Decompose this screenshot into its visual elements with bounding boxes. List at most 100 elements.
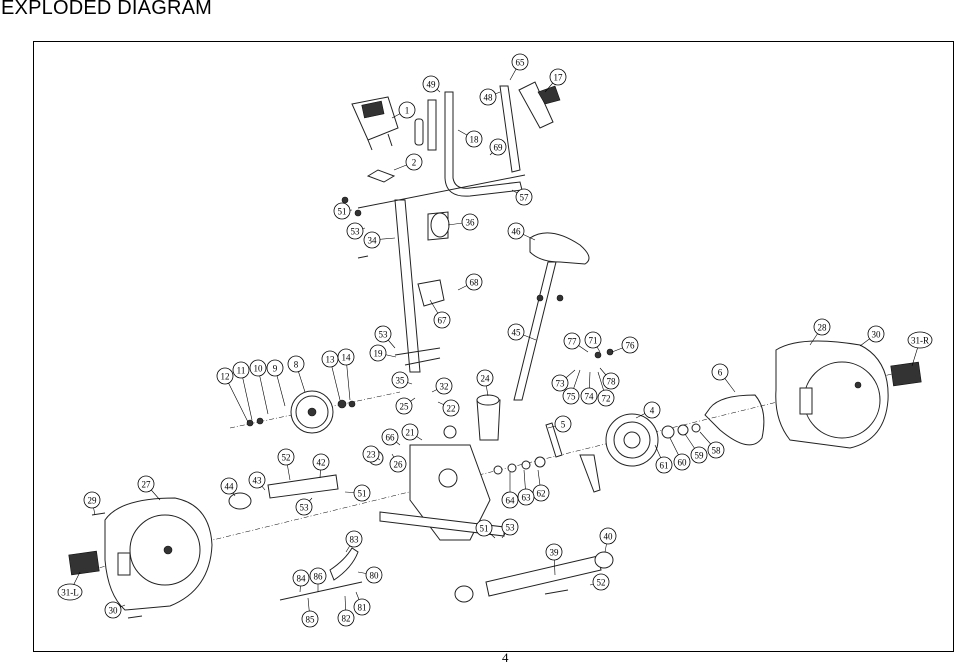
callout-circle [301, 610, 319, 628]
callout-circle [435, 377, 453, 395]
callout-label-30: 30 [109, 606, 119, 616]
callout-circle [517, 488, 535, 506]
callout-label-52: 52 [597, 578, 606, 588]
callout-label-68: 68 [470, 278, 480, 288]
callout-label-64: 64 [506, 496, 516, 506]
callout-circle [337, 609, 355, 627]
page-title: EXPLODED DIAGRAM [1, 0, 213, 19]
callout-label-59: 59 [695, 451, 705, 461]
callout-circle [655, 456, 673, 474]
callout-label-31-R: 31-R [911, 336, 929, 346]
callout-circle [515, 188, 533, 206]
callout-label-53: 53 [506, 523, 516, 533]
callout-circle [422, 75, 440, 93]
callout-label-62: 62 [537, 489, 546, 499]
callout-circle [489, 138, 507, 156]
callout-label-49: 49 [427, 80, 437, 90]
callout-circle [363, 231, 381, 249]
callout-circle [365, 566, 383, 584]
callout-circle [479, 88, 497, 106]
callout-circle [220, 477, 238, 495]
callout-circle [312, 453, 330, 471]
callout-label-51: 51 [338, 207, 347, 217]
callout-circle [690, 446, 708, 464]
callout-label-63: 63 [522, 493, 532, 503]
callout-circle [602, 372, 620, 390]
callout-circle [813, 318, 831, 336]
callout-circle [391, 371, 409, 389]
callout-circle [216, 367, 234, 385]
callout-label-36: 36 [466, 218, 476, 228]
callout-label-72: 72 [602, 394, 611, 404]
callout-label-65: 65 [516, 58, 526, 68]
callout-circle [381, 428, 399, 446]
callout-circle [501, 518, 519, 536]
callout-circle [867, 325, 885, 343]
parts-drawing [68, 81, 922, 619]
callout-circle [395, 397, 413, 415]
callout-circle [389, 455, 407, 473]
callout-label-45: 45 [512, 328, 522, 338]
callout-circle [597, 389, 615, 407]
callout-circle [442, 399, 460, 417]
callout-label-4: 4 [650, 406, 655, 416]
callout-label-53: 53 [351, 227, 361, 237]
callout-circle [507, 222, 525, 240]
callout-label-27: 27 [142, 480, 152, 490]
callout-label-51: 51 [358, 489, 367, 499]
callout-label-1: 1 [405, 106, 410, 116]
callout-circle [433, 311, 451, 329]
callout-circle [551, 374, 569, 392]
callout-circle [549, 68, 567, 86]
callout-label-21: 21 [406, 428, 415, 438]
callout-label-80: 80 [370, 571, 380, 581]
callout-circle [374, 325, 392, 343]
callout-circle [398, 101, 416, 119]
callout-label-5: 5 [561, 420, 566, 430]
callout-label-32: 32 [440, 382, 449, 392]
callout-label-46: 46 [512, 227, 522, 237]
callout-circle [104, 601, 122, 619]
callout-circle [476, 369, 494, 387]
callout-label-83: 83 [350, 535, 360, 545]
callout-label-24: 24 [481, 374, 491, 384]
console [351, 96, 399, 151]
callout-label-73: 73 [556, 379, 566, 389]
diagram-frame [33, 41, 954, 652]
callout-label-17: 17 [554, 73, 564, 83]
callout-circle [592, 573, 610, 591]
callout-circle [353, 598, 371, 616]
callout-circle [405, 153, 423, 171]
callout-circle [369, 344, 387, 362]
callout-circle [83, 491, 101, 509]
callout-label-82: 82 [342, 614, 351, 624]
callout-label-2: 2 [412, 158, 417, 168]
callout-label-39: 39 [550, 548, 560, 558]
callout-circle [362, 445, 380, 463]
callout-label-31-L: 31-L [61, 588, 79, 598]
callout-label-78: 78 [607, 377, 617, 387]
callout-label-35: 35 [396, 376, 406, 386]
callout-label-67: 67 [438, 316, 448, 326]
callout-label-84: 84 [297, 574, 307, 584]
callout-circle [461, 213, 479, 231]
callout-circle [562, 387, 580, 405]
callout-label-30: 30 [872, 330, 882, 340]
callout-circle [501, 491, 519, 509]
callout-label-26: 26 [394, 460, 404, 470]
page-number: 4 [502, 650, 509, 665]
callout-circle [249, 359, 267, 377]
callout-label-6: 6 [718, 368, 723, 378]
callout-circle [333, 202, 351, 220]
callout-label-76: 76 [626, 341, 636, 351]
callout-circle [621, 336, 639, 354]
callout-label-11: 11 [237, 366, 246, 376]
callout-label-34: 34 [368, 236, 378, 246]
callout-leader [224, 375, 249, 423]
callout-label-19: 19 [374, 349, 384, 359]
callout-label-18: 18 [470, 135, 480, 145]
callout-label-9: 9 [273, 364, 278, 374]
callout-label-58: 58 [712, 446, 722, 456]
callout-circle [475, 519, 493, 537]
